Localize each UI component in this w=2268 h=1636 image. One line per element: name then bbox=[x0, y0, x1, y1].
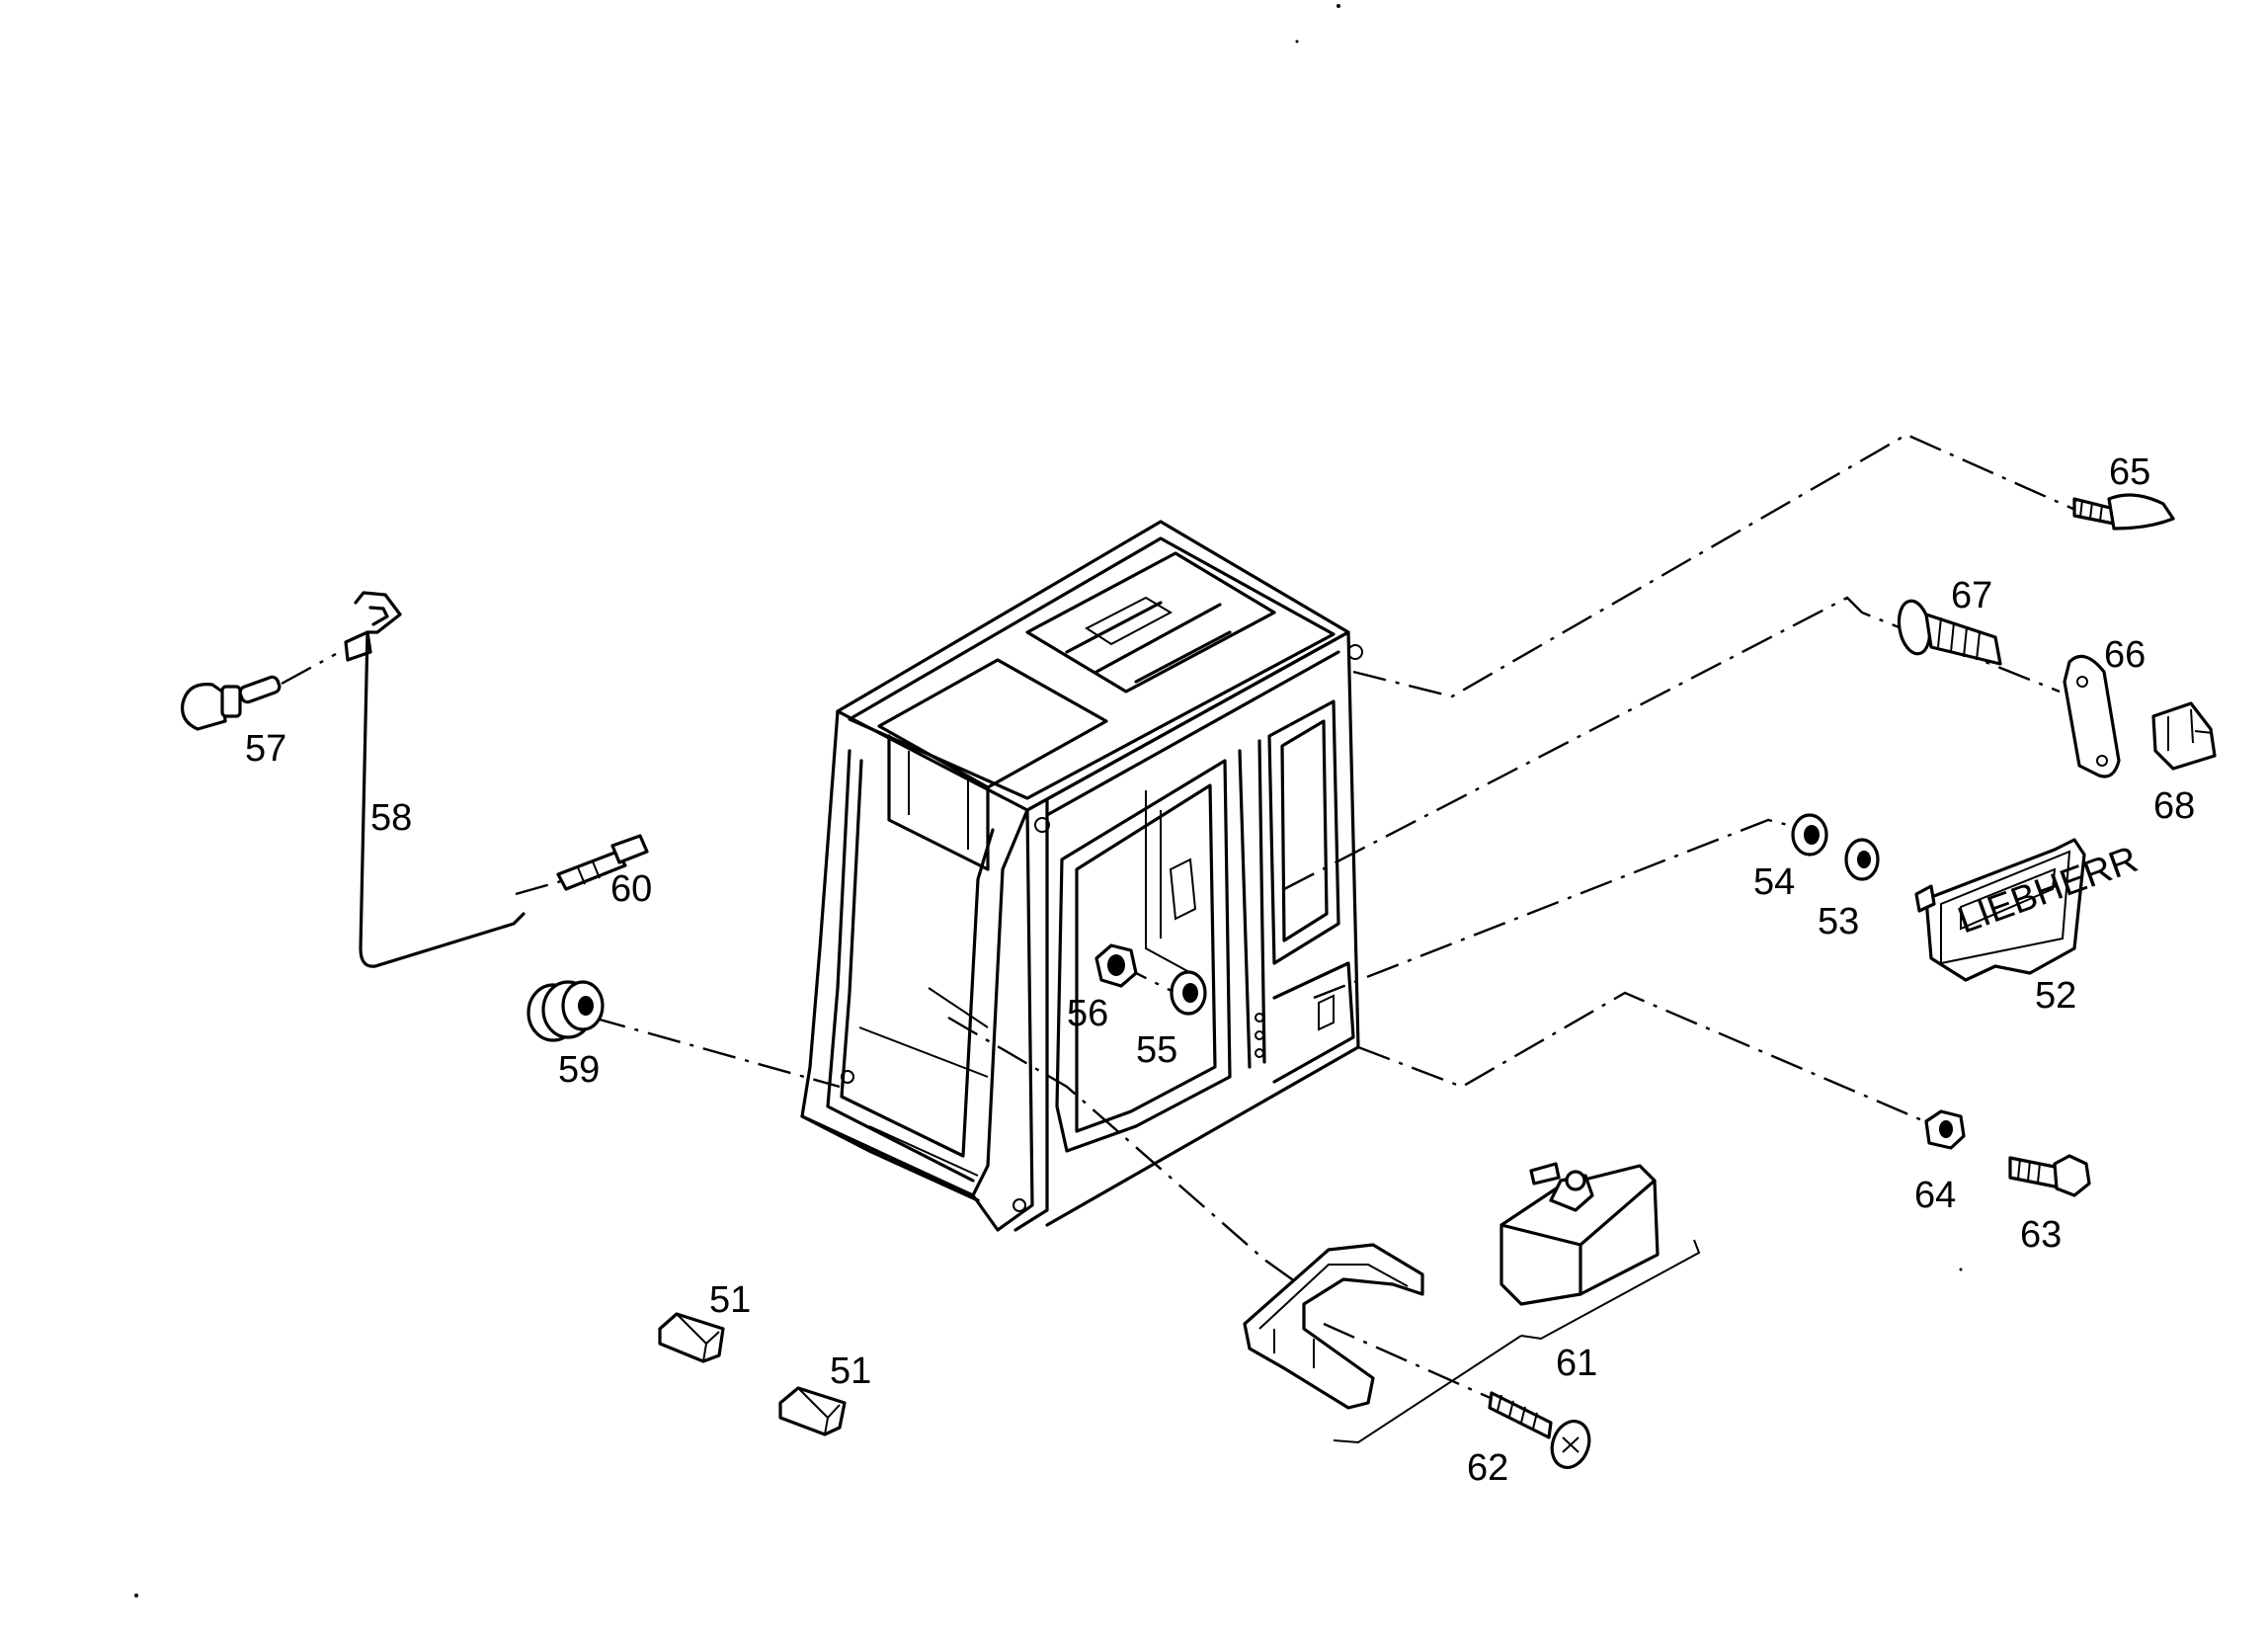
callout-51a: 51 bbox=[709, 1279, 751, 1321]
leader-57 bbox=[281, 652, 337, 686]
part-51-pad-a bbox=[658, 1312, 725, 1363]
roof-hatch bbox=[1025, 551, 1276, 694]
part-57-knob bbox=[180, 675, 282, 731]
callout-62: 62 bbox=[1467, 1447, 1508, 1489]
part-63-bolt bbox=[2008, 1154, 2091, 1197]
door-window bbox=[1055, 759, 1232, 1153]
part-64-nut bbox=[1924, 1109, 1966, 1150]
leader-54 bbox=[1313, 818, 1809, 1000]
leader-62 bbox=[1323, 1322, 1502, 1405]
part-61-reservoir bbox=[1333, 1162, 1701, 1444]
rear-window bbox=[1267, 699, 1340, 965]
callout-63: 63 bbox=[2020, 1214, 2062, 1256]
part-61-bracket bbox=[1243, 1243, 1424, 1410]
part-60-pin bbox=[556, 834, 649, 891]
leader-59 bbox=[592, 1016, 841, 1089]
side-frame bbox=[1025, 630, 1360, 1227]
part-66-plate bbox=[2063, 654, 2121, 778]
callout-53: 53 bbox=[1818, 901, 1859, 942]
callout-56: 56 bbox=[1067, 993, 1108, 1034]
callout-labels: 51 51 52 53 54 55 56 57 58 59 60 61 62 6… bbox=[245, 451, 2195, 1489]
part-68-clip bbox=[2151, 701, 2217, 771]
callout-57: 57 bbox=[245, 728, 286, 770]
callout-67: 67 bbox=[1951, 575, 1992, 616]
scan-speck bbox=[1959, 1268, 1963, 1271]
part-53-washer bbox=[1844, 838, 1880, 881]
part-62-screw bbox=[1488, 1391, 1591, 1469]
part-54-washer bbox=[1791, 813, 1828, 857]
leader-60 bbox=[515, 879, 562, 896]
part-55-washer bbox=[1170, 970, 1207, 1016]
callout-54: 54 bbox=[1753, 861, 1795, 903]
callout-61: 61 bbox=[1556, 1343, 1597, 1384]
cab-frame bbox=[800, 520, 1363, 1232]
callout-61-bracket bbox=[1333, 1239, 1701, 1444]
part-65-cap-screw bbox=[2072, 493, 2175, 531]
leader-65 bbox=[1352, 433, 2085, 698]
callout-65: 65 bbox=[2109, 451, 2150, 493]
callout-60: 60 bbox=[610, 868, 652, 910]
part-56-nut bbox=[1094, 943, 1138, 988]
scan-speck bbox=[134, 1594, 138, 1597]
callout-66: 66 bbox=[2104, 634, 2146, 676]
scan-speck bbox=[1336, 4, 1340, 8]
part-51-pad-b bbox=[778, 1386, 847, 1436]
leader-61 bbox=[947, 1016, 1300, 1285]
callout-58: 58 bbox=[370, 797, 412, 839]
part-67-screw bbox=[1897, 599, 2002, 666]
callout-51b: 51 bbox=[830, 1350, 871, 1392]
front-frame bbox=[800, 709, 1029, 1197]
scan-speck bbox=[1295, 40, 1299, 43]
callout-64: 64 bbox=[1914, 1175, 1956, 1216]
part-58-rod bbox=[344, 591, 526, 968]
part-52-nameplate: LIEBHERR bbox=[1914, 838, 2144, 982]
part-59-grommet bbox=[526, 980, 605, 1042]
callout-52: 52 bbox=[2035, 975, 2076, 1017]
callout-68: 68 bbox=[2153, 785, 2195, 827]
callout-59: 59 bbox=[558, 1049, 600, 1091]
callout-55: 55 bbox=[1136, 1029, 1177, 1071]
leader-64 bbox=[1357, 991, 1937, 1128]
roof-opening bbox=[877, 658, 1108, 789]
